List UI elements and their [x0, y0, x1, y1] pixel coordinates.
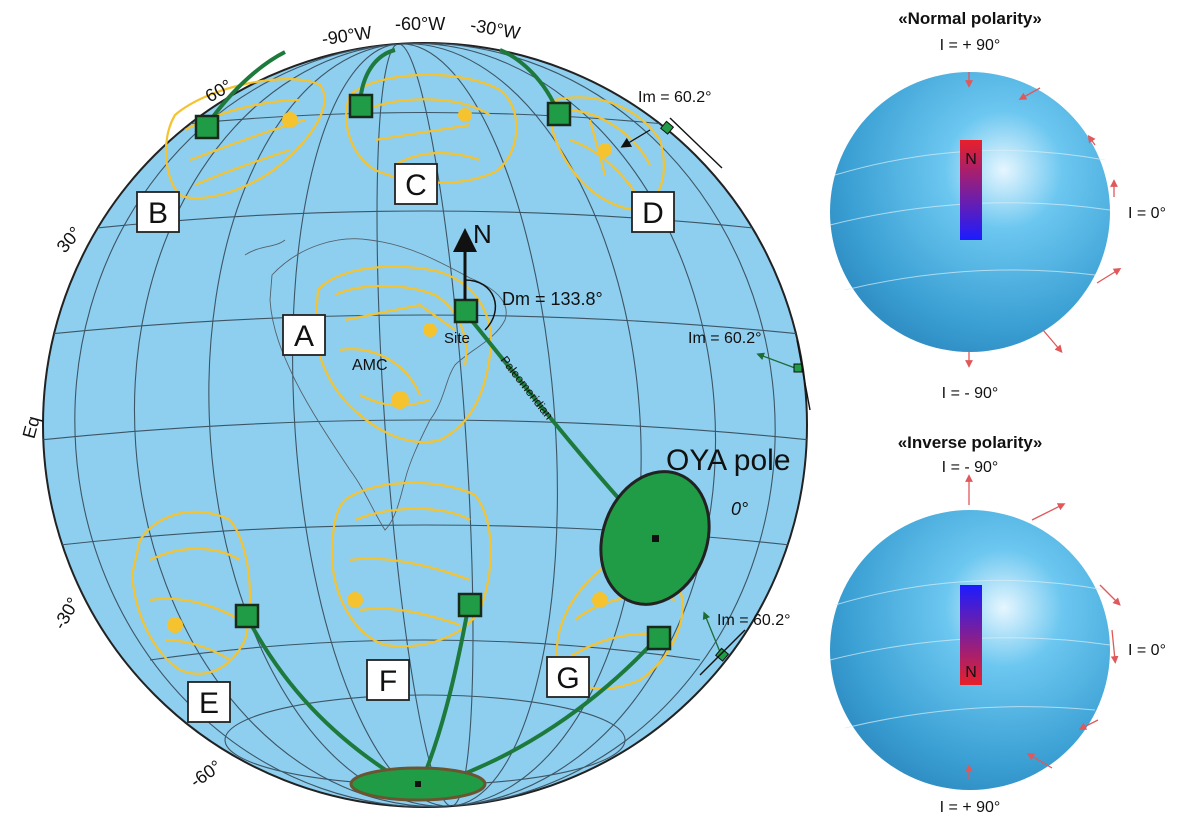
site-label: Site: [444, 330, 470, 347]
south-pole-marker: [415, 781, 421, 787]
globe-ocean: [42, 42, 808, 808]
declination-label: Dm = 133.8°: [502, 289, 603, 309]
inverse-right-label: I = 0°: [1128, 642, 1166, 659]
latitude-label-30: 30°: [53, 223, 86, 257]
latitude-label-eq: Eq: [19, 414, 44, 440]
inclination-label-3: Im = 60.2°: [717, 612, 791, 629]
normal-polarity-title: «Normal polarity»: [898, 9, 1042, 28]
longitude-label-60w: -60°W: [395, 14, 445, 34]
declination-arc: [464, 279, 496, 331]
longitude-label-30w: -30°W: [469, 15, 522, 43]
zero-label: 0°: [731, 499, 748, 519]
site-markers: [194, 93, 672, 651]
inverse-polarity-panel: «Inverse polarity» I = - 90° N I = 0° I …: [829, 433, 1166, 816]
normal-field-arrows: [965, 72, 1122, 368]
latitude-label-minus30: -30°: [50, 594, 84, 633]
position-label-c: C: [405, 169, 427, 202]
inverse-field-arrows: [965, 474, 1121, 780]
craton-fill: [167, 108, 612, 633]
longitude-label-90w: -90°W: [321, 22, 374, 49]
position-label-g: G: [556, 662, 579, 695]
oya-pole-marker: [652, 535, 659, 542]
normal-magnet: [960, 140, 982, 240]
position-label-b: B: [148, 197, 168, 230]
amc-label: AMC: [352, 357, 388, 374]
normal-top-label: I = + 90°: [940, 37, 1001, 54]
inclination-marks: [620, 117, 811, 676]
latitude-label-minus60: -60°: [186, 756, 225, 791]
south-america-outline: [269, 238, 507, 531]
normal-bottom-label: I = - 90°: [942, 385, 999, 402]
inverse-top-label: I = - 90°: [942, 459, 999, 476]
position-boxes: [136, 163, 675, 723]
inverse-magnet: [960, 585, 982, 685]
north-label: N: [473, 219, 492, 249]
normal-magnet-label: N: [965, 151, 977, 168]
inverse-magnet-label: N: [965, 664, 977, 681]
north-america-outline: [244, 239, 286, 256]
position-label-a: A: [294, 320, 314, 353]
oya-pole-label: OYA pole: [666, 444, 791, 477]
position-label-f: F: [379, 665, 397, 698]
position-label-e: E: [199, 687, 219, 720]
inclination-label-1: Im = 60.2°: [638, 89, 712, 106]
normal-polarity-panel: «Normal polarity» I = + 90° N I = 0° I =…: [829, 9, 1166, 402]
position-label-d: D: [642, 197, 664, 230]
inverse-polarity-title: «Inverse polarity»: [898, 433, 1043, 452]
inverse-bottom-label: I = + 90°: [940, 799, 1001, 816]
craton-outlines: [130, 73, 684, 690]
normal-right-label: I = 0°: [1128, 205, 1166, 222]
inclination-label-2: Im = 60.2°: [688, 330, 762, 347]
globe: A B C D E F G -90°W -60°W -30°W 60° 30° …: [19, 14, 811, 808]
